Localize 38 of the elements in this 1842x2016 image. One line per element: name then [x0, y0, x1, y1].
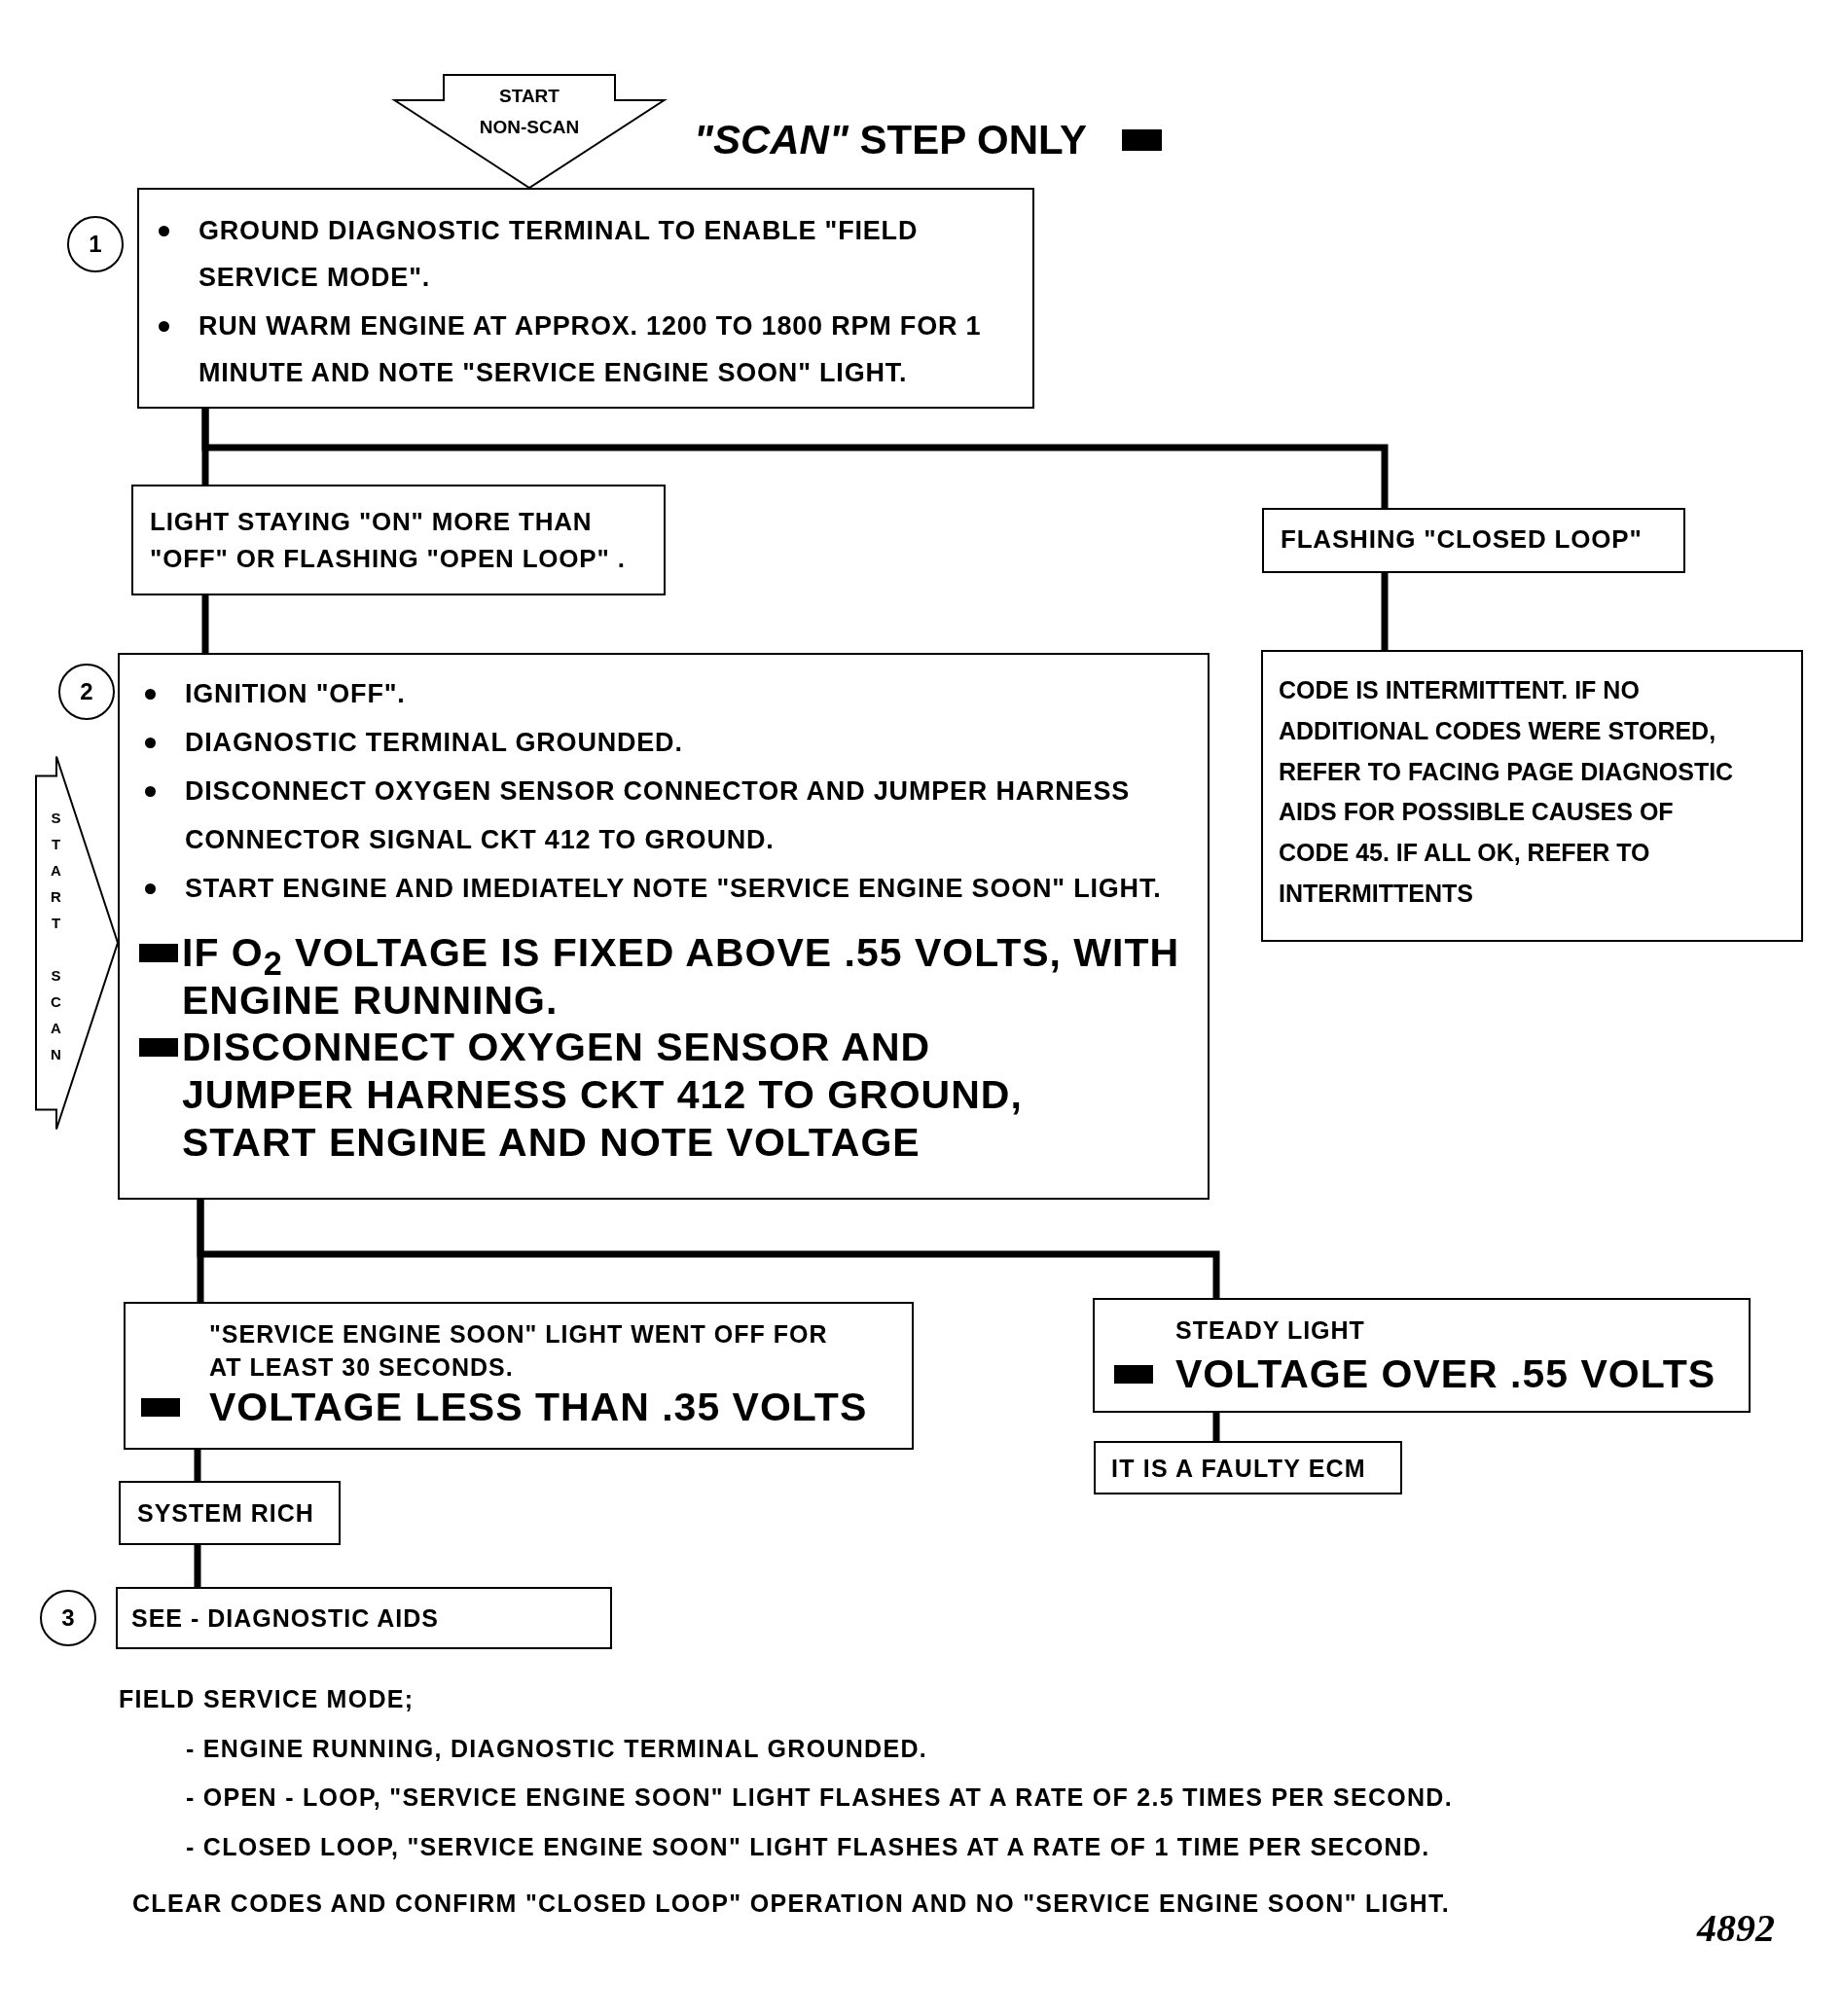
figure-number: 4892: [1697, 1906, 1775, 1951]
process-box: [1261, 650, 1803, 942]
note-text: CLEAR CODES AND CONFIRM "CLOSED LOOP" OPERATION AND NO "SERVICE ENGINE SOON" LIGHT.: [132, 1889, 1450, 1919]
step-text: DISCONNECT OXYGEN SENSOR AND JUMPER HARNESS CKT 412 TO GROUND, START ENGINE AND NOTE VOLTAGE: [182, 1024, 1024, 1167]
step-text: LIGHT STAYING "ON" MORE THAN "OFF" OR FLASHING "OPEN LOOP" .: [150, 506, 627, 575]
step-number-circle: 2: [58, 664, 115, 720]
step-text: RUN WARM ENGINE AT APPROX. 1200 TO 1800 RPM FOR 1 MINUTE AND NOTE "SERVICE ENGINE SOON" LIGHT.: [199, 310, 983, 389]
step-text: IF O$_{2}$ VOLTAGE IS FIXED ABOVE .55 VOLTS, WITH ENGINE RUNNING.: [182, 929, 1181, 1025]
step-text: GROUND DIAGNOSTIC TERMINAL TO ENABLE "FIELD SERVICE MODE".: [199, 215, 920, 294]
step-number-circle: 1: [67, 216, 124, 272]
note-text: - CLOSED LOOP, "SERVICE ENGINE SOON" LIGHT FLASHES AT A RATE OF 1 TIME PER SECOND.: [186, 1832, 1430, 1862]
step-text: STEADY LIGHT: [1175, 1315, 1366, 1346]
step-number-circle: 3: [40, 1590, 96, 1646]
note-text: - ENGINE RUNNING, DIAGNOSTIC TERMINAL GROUNDED.: [186, 1734, 928, 1764]
process-box: [1093, 1298, 1751, 1413]
note-text: FIELD SERVICE MODE;: [119, 1684, 415, 1714]
step-text: DIAGNOSTIC TERMINAL GROUNDED.: [185, 727, 684, 759]
step-text: VOLTAGE LESS THAN .35 VOLTS: [209, 1384, 869, 1431]
step-text: "SERVICE ENGINE SOON" LIGHT WENT OFF FOR AT LEAST 30 SECONDS.: [209, 1319, 829, 1383]
process-box: [119, 1481, 341, 1545]
step-text: FLASHING "CLOSED LOOP": [1281, 523, 1643, 556]
step-text: SYSTEM RICH: [137, 1498, 315, 1529]
step-text: SEE - DIAGNOSTIC AIDS: [131, 1603, 440, 1634]
note-text: - OPEN - LOOP, "SERVICE ENGINE SOON" LIGHT FLASHES AT A RATE OF 2.5 TIMES PER SECOND.: [186, 1782, 1453, 1813]
step-text: VOLTAGE OVER .55 VOLTS: [1175, 1350, 1717, 1398]
step-text: IGNITION "OFF".: [185, 678, 407, 710]
process-box: [116, 1587, 612, 1649]
process-box: [131, 485, 666, 595]
process-box: [137, 188, 1034, 409]
process-box: [118, 653, 1210, 1200]
step-text: IT IS A FAULTY ECM: [1111, 1454, 1367, 1484]
step-text: START ENGINE AND IMEDIATELY NOTE "SERVICE ENGINE SOON" LIGHT.: [185, 873, 1163, 905]
process-box: [1094, 1441, 1402, 1494]
legend-label: "SCAN" STEP ONLY: [694, 116, 1087, 164]
step-text: CODE IS INTERMITTENT. IF NO ADDITIONAL CODES WERE STORED, REFER TO FACING PAGE DIAGNOSTIC AIDS FOR POSSIBLE CAUSES OF CODE 45. IF ALL OK, REFER TO INTERMITTENTS: [1279, 675, 1735, 909]
step-text: DISCONNECT OXYGEN SENSOR CONNECTOR AND JUMPER HARNESS CONNECTOR SIGNAL CKT 412 TO GROUND.: [185, 775, 1131, 856]
process-box: [124, 1302, 914, 1450]
process-box: [1262, 508, 1685, 573]
